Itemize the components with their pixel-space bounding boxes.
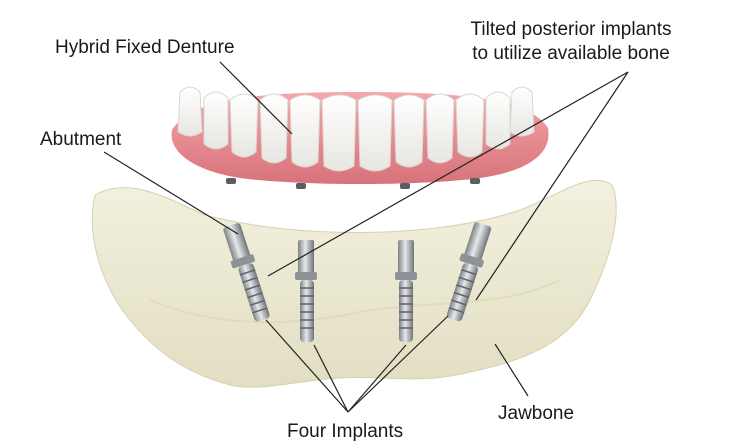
label-tilted-line1: Tilted posterior implants — [470, 19, 672, 40]
leader-abutment — [103, 151, 239, 235]
implant-left-tilted — [223, 223, 270, 322]
diagram-canvas: Hybrid Fixed Denture Abutment Tilted pos… — [40, 18, 704, 442]
label-hybrid-fixed-denture: Hybrid Fixed Denture — [55, 37, 235, 58]
leader-four-d — [347, 315, 449, 413]
label-four-implants: Four Implants — [287, 421, 404, 442]
label-abutment: Abutment — [40, 129, 122, 150]
denture-teeth — [177, 86, 535, 172]
implant-center-right — [395, 240, 417, 342]
label-tilted-implants: Tilted posterior implants to utilize ava… — [438, 18, 704, 66]
jawbone-shape — [91, 179, 617, 388]
dental-implant-illustration — [91, 61, 629, 413]
implant-right-tilted — [446, 222, 492, 322]
leader-hybrid — [219, 61, 293, 135]
leader-four-b — [313, 344, 349, 413]
implant-center-left — [295, 240, 317, 342]
leader-jawbone — [494, 343, 529, 397]
hybrid-denture — [171, 86, 549, 189]
leader-four-c — [347, 344, 407, 413]
label-jawbone: Jawbone — [498, 403, 575, 424]
leader-tilted-a — [267, 71, 629, 277]
leader-four-a — [265, 319, 349, 413]
label-tilted-line2: to utilize available bone — [472, 43, 670, 64]
leader-lines — [103, 61, 629, 413]
leader-tilted-b — [475, 71, 629, 301]
denture-connectors — [226, 178, 480, 189]
